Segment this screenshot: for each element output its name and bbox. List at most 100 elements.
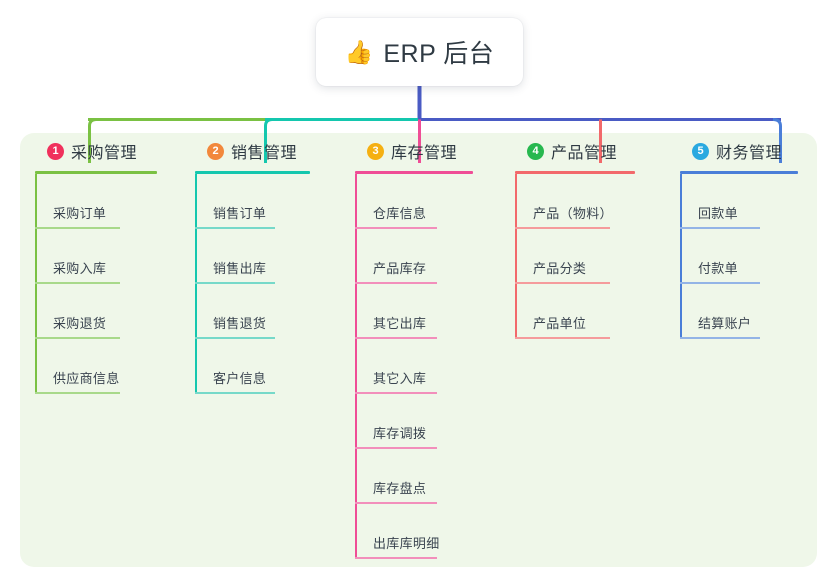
leaf-item[interactable]: 销售出库 [185,229,313,284]
leaf-item[interactable]: 出库库明细 [345,504,475,559]
column-list: 1 采购管理采购订单采购入库采购退货供应商信息 2 销售管理销售订单销售出库销售退货客… [20,133,817,567]
column-badge-4: 4 [527,142,544,160]
leaf-item-label: 结算账户 [698,316,752,331]
column-spine-3 [355,174,357,559]
column-rule-4 [515,171,635,174]
leaf-item-label: 产品库存 [373,261,427,276]
leaf-item-label: 其它出库 [373,316,427,331]
leaf-item-label: 销售订单 [213,206,267,221]
column-header-5[interactable]: 5 财务管理 [670,133,790,169]
leaf-item[interactable]: 产品库存 [345,229,475,284]
leaf-item-label: 库存调拨 [373,426,427,441]
leaf-item-rule [35,227,120,229]
leaf-item-rule [680,282,760,284]
leaf-item-label: 回款单 [698,206,738,221]
leaf-item-rule [355,447,437,449]
leaf-item[interactable]: 付款单 [670,229,790,284]
leaf-item-rule [355,392,437,394]
leaf-item-rule [195,282,275,284]
column-rule-3 [355,171,473,174]
leaf-item-rule [35,337,120,339]
column-items-1: 采购订单采购入库采购退货供应商信息 [25,174,160,394]
root-title: ERP 后台 [383,40,495,68]
leaf-item-rule [35,392,120,394]
column-header-2[interactable]: 2 销售管理 [185,133,313,169]
root-node-content: 👍 ERP 后台 [345,34,495,70]
column-title-3: 库存管理 [391,145,458,162]
column-1: 1 采购管理采购订单采购入库采购退货供应商信息 [25,133,160,394]
column-2: 2 销售管理销售订单销售出库销售退货客户信息 [185,133,313,394]
leaf-item-rule [195,227,275,229]
leaf-item-rule [195,337,275,339]
leaf-item-label: 销售出库 [213,261,267,276]
leaf-item[interactable]: 仓库信息 [345,174,475,229]
leaf-item[interactable]: 产品（物料） [505,174,640,229]
column-rule-5 [680,171,798,174]
leaf-item[interactable]: 客户信息 [185,339,313,394]
column-title-5: 财务管理 [716,145,783,162]
column-badge-2: 2 [207,142,224,160]
column-items-5: 回款单付款单结算账户 [670,174,790,339]
leaf-item[interactable]: 销售订单 [185,174,313,229]
leaf-item-rule [515,282,610,284]
column-badge-1: 1 [47,142,64,160]
column-spine-4 [515,174,517,339]
leaf-item[interactable]: 采购订单 [25,174,160,229]
column-spine-2 [195,174,197,394]
leaf-item[interactable]: 其它入库 [345,339,475,394]
diagram-panel [20,133,817,567]
leaf-item-rule [680,337,760,339]
column-rule-2 [195,171,310,174]
leaf-item-label: 其它入库 [373,371,427,386]
leaf-item[interactable]: 供应商信息 [25,339,160,394]
leaf-item-label: 销售退货 [213,316,267,331]
leaf-item[interactable]: 结算账户 [670,284,790,339]
leaf-item[interactable]: 采购退货 [25,284,160,339]
leaf-item[interactable]: 产品单位 [505,284,640,339]
leaf-item[interactable]: 其它出库 [345,284,475,339]
leaf-item[interactable]: 库存调拨 [345,394,475,449]
leaf-item-rule [355,337,437,339]
column-spine-1 [35,174,37,394]
leaf-item-rule [355,227,437,229]
leaf-item[interactable]: 销售退货 [185,284,313,339]
root-node[interactable]: 👍 ERP 后台 [316,18,523,86]
column-header-1[interactable]: 1 采购管理 [25,133,160,169]
column-rule-1 [35,171,157,174]
leaf-item-rule [355,282,437,284]
column-items-2: 销售订单销售出库销售退货客户信息 [185,174,313,394]
leaf-item-rule [515,337,610,339]
leaf-item[interactable]: 库存盘点 [345,449,475,504]
leaf-item-rule [355,502,437,504]
leaf-item-label: 供应商信息 [53,371,120,386]
leaf-item-label: 采购入库 [53,261,107,276]
leaf-item-label: 客户信息 [213,371,267,386]
thumbs-up-icon: 👍 [344,38,374,65]
leaf-item-label: 产品分类 [533,261,587,276]
leaf-item-label: 产品（物料） [533,206,613,221]
column-badge-5: 5 [692,142,709,160]
column-spine-5 [680,174,682,339]
column-title-1: 采购管理 [71,145,138,162]
leaf-item-rule [680,227,760,229]
leaf-item-label: 库存盘点 [373,481,427,496]
leaf-item-label: 采购退货 [53,316,107,331]
leaf-item[interactable]: 产品分类 [505,229,640,284]
leaf-item-label: 采购订单 [53,206,107,221]
column-items-4: 产品（物料） 产品分类产品单位 [505,174,640,339]
leaf-item[interactable]: 回款单 [670,174,790,229]
leaf-item-label: 出库库明细 [373,536,440,551]
leaf-item[interactable]: 采购入库 [25,229,160,284]
leaf-item-rule [515,227,610,229]
column-5: 5 财务管理回款单付款单结算账户 [670,133,798,339]
leaf-item-label: 仓库信息 [373,206,427,221]
leaf-item-rule [195,392,275,394]
column-title-2: 销售管理 [231,145,298,162]
column-items-3: 仓库信息产品库存其它出库其它入库库存调拨库存盘点出库库明细 [345,174,475,559]
leaf-item-rule [355,557,437,559]
leaf-item-label: 付款单 [698,261,738,276]
